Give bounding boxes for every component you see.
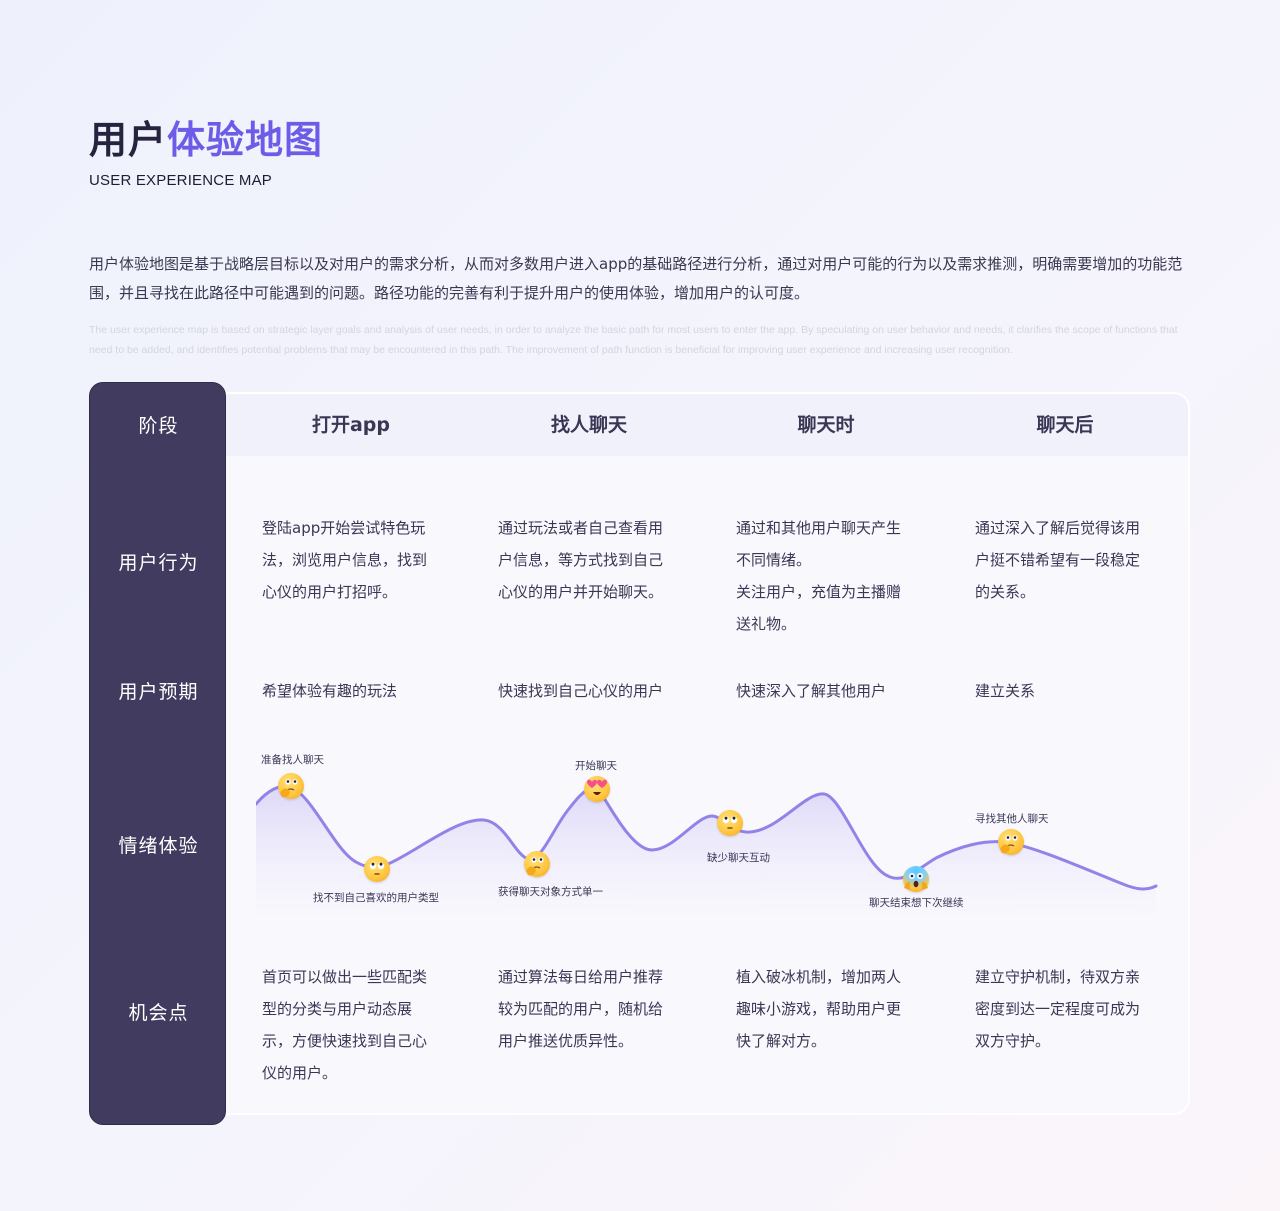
text-line: 不同情绪。 (736, 551, 812, 569)
text-line: 用户推送优质异性。 (498, 1032, 634, 1050)
stage-header-band (225, 394, 1188, 456)
emotion-label-5: 缺少聊天互动 (707, 852, 770, 864)
description-chinese: 用户体验地图是基于战略层目标以及对用户的需求分析，从而对多数用户进入app的基础… (89, 255, 1183, 302)
row-label-stage: 阶段 (138, 415, 179, 437)
text-line: 心仪的用户打招呼。 (262, 583, 398, 601)
text-line: 通过算法每日给用户推荐 (498, 968, 664, 986)
behavior-cell-1: 登陆app开始尝试特色玩 法，浏览用户信息，找到 心仪的用户打招呼。 (262, 512, 452, 608)
eye-roll-face-icon (717, 810, 743, 836)
text-line: 法，浏览用户信息，找到 (262, 551, 428, 569)
behavior-cell-4: 通过深入了解后觉得该用 户挺不错希望有一段稳定 的关系。 (975, 512, 1165, 608)
experience-map-card (89, 392, 1190, 1115)
description-english: The user experience map is based on stra… (89, 324, 1178, 356)
text-line: 型的分类与用户动态展 (262, 1000, 413, 1018)
text-line: 较为匹配的用户，随机给 (498, 1000, 664, 1018)
text-line: 通过和其他用户聊天产生 (736, 519, 902, 537)
text-line: 趣味小游戏，帮助用户更 (736, 1000, 902, 1018)
text-line: 关注用户，充值为主播赠 (736, 583, 902, 601)
text-line: 密度到达一定程度可成为 (975, 1000, 1141, 1018)
stage-header-during-chat: 聊天时 (797, 414, 855, 436)
page-subtitle: USER EXPERIENCE MAP (89, 172, 273, 189)
expectation-cell-2: 快速找到自己心仪的用户 (498, 682, 664, 700)
emotion-label-7: 寻找其他人聊天 (975, 813, 1049, 825)
opportunity-cell-1: 首页可以做出一些匹配类 型的分类与用户动态展 示，方便快速找到自己心 仪的用户。 (262, 961, 452, 1089)
emotion-label-6: 聊天结束想下次继续 (869, 897, 964, 909)
emotion-label-4: 开始聊天 (575, 760, 617, 772)
row-label-expectation: 用户预期 (118, 681, 199, 703)
expectation-cell-4: 建立关系 (975, 682, 1036, 700)
behavior-cell-3: 通过和其他用户聊天产生 不同情绪。 关注用户，充值为主播赠 送礼物。 (736, 512, 926, 640)
row-label-sidebar: 阶段 用户行为 用户预期 情绪体验 机会点 (89, 382, 226, 1125)
text-line: 建立守护机制，待双方亲 (975, 968, 1141, 986)
emotion-label-1: 准备找人聊天 (261, 754, 324, 766)
text-line: 心仪的用户并开始聊天。 (498, 583, 664, 601)
stage-header-open-app: 打开app (311, 414, 391, 436)
text-line: 登陆app开始尝试特色玩 (262, 519, 426, 537)
text-line: 送礼物。 (736, 615, 797, 633)
text-line: 通过玩法或者自己查看用 (498, 519, 664, 537)
text-line: 仪的用户。 (262, 1064, 338, 1082)
screaming-face-icon (903, 866, 929, 892)
text-line: 首页可以做出一些匹配类 (262, 968, 428, 986)
emotion-label-2: 找不到自己喜欢的用户类型 (313, 892, 439, 904)
stage-header-find-chat: 找人聊天 (550, 414, 627, 436)
text-line: 快了解对方。 (736, 1032, 827, 1050)
heart-eyes-face-icon (584, 776, 610, 802)
opportunity-cell-3: 植入破冰机制，增加两人 趣味小游戏，帮助用户更 快了解对方。 (736, 961, 926, 1057)
stage-header-after-chat: 聊天后 (1036, 414, 1094, 436)
emotion-label-3: 获得聊天对象方式单一 (498, 886, 603, 898)
thinking-face-icon (524, 851, 550, 877)
text-line: 示，方便快速找到自己心 (262, 1032, 428, 1050)
row-label-emotion: 情绪体验 (118, 835, 199, 857)
row-label-behavior: 用户行为 (118, 552, 199, 574)
text-line: 双方守护。 (975, 1032, 1051, 1050)
title-accent-part: 体验地图 (167, 118, 324, 162)
title-dark-part: 用户 (89, 118, 168, 162)
text-line: 通过深入了解后觉得该用 (975, 519, 1141, 537)
behavior-cell-2: 通过玩法或者自己查看用 户信息，等方式找到自己 心仪的用户并开始聊天。 (498, 512, 688, 608)
text-line: 户挺不错希望有一段稳定 (975, 551, 1141, 569)
text-line: 户信息，等方式找到自己 (498, 551, 664, 569)
emotion-curve-fill (256, 786, 1156, 915)
opportunity-cell-4: 建立守护机制，待双方亲 密度到达一定程度可成为 双方守护。 (975, 961, 1165, 1057)
thinking-face-icon (278, 773, 304, 799)
row-label-opportunity: 机会点 (128, 1002, 189, 1024)
text-line: 的关系。 (975, 583, 1036, 601)
page-title: 用户体验地图 (89, 116, 323, 164)
eye-roll-face-icon (364, 856, 390, 882)
thinking-face-icon (998, 829, 1024, 855)
expectation-cell-1: 希望体验有趣的玩法 (262, 682, 398, 700)
text-line: 植入破冰机制，增加两人 (736, 968, 902, 986)
opportunity-cell-2: 通过算法每日给用户推荐 较为匹配的用户，随机给 用户推送优质异性。 (498, 961, 688, 1057)
expectation-cell-3: 快速深入了解其他用户 (736, 682, 887, 700)
